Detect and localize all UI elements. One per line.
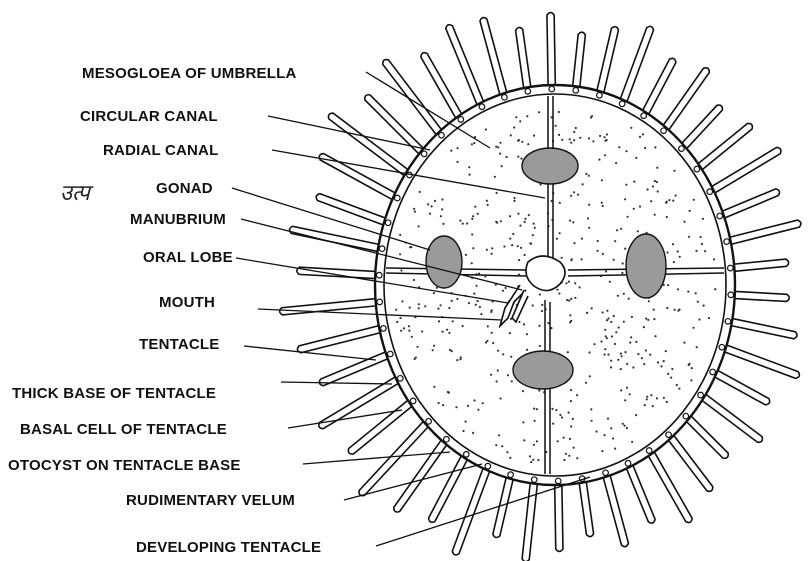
tentacle xyxy=(724,345,799,378)
basal-cell xyxy=(394,195,400,201)
gonad xyxy=(426,236,462,288)
basal-cell xyxy=(464,452,470,458)
basal-cell xyxy=(710,369,716,375)
basal-cell xyxy=(625,461,631,467)
tentacle xyxy=(480,18,507,95)
label-mesogloea: MESOGLOEA OF UMBRELLA xyxy=(82,65,296,82)
basal-cell xyxy=(555,478,561,484)
basal-cell xyxy=(439,132,445,138)
label-developing-tentacle: DEVELOPING TENTACLE xyxy=(136,539,321,556)
tentacle xyxy=(328,113,408,175)
basal-cell xyxy=(458,117,464,123)
labels: MESOGLOEA OF UMBRELLA CIRCULAR CANAL RAD… xyxy=(8,65,321,556)
tentacle xyxy=(573,32,586,87)
label-otocyst: OTOCYST ON TENTACLE BASE xyxy=(8,457,241,474)
basal-cell xyxy=(421,151,427,157)
tentacle xyxy=(730,220,801,244)
basal-cell xyxy=(717,213,723,219)
basal-cell xyxy=(666,432,672,438)
basal-cell xyxy=(377,299,383,305)
basal-cell xyxy=(725,319,731,325)
tentacle xyxy=(620,26,653,101)
label-manubrium: MANUBRIUM xyxy=(130,211,226,228)
basal-cell xyxy=(698,392,704,398)
tentacle xyxy=(446,25,484,105)
basal-cell xyxy=(661,128,667,134)
basal-cell xyxy=(376,272,382,278)
basal-cell xyxy=(728,265,734,271)
tentacle xyxy=(731,319,797,339)
tentacle xyxy=(686,416,728,458)
basal-cell xyxy=(426,419,432,425)
basal-cell xyxy=(397,376,403,382)
label-radial-canal: RADIAL CANAL xyxy=(103,142,218,159)
basal-cell xyxy=(619,101,625,107)
basal-cell xyxy=(479,104,485,110)
basal-cell xyxy=(728,292,734,298)
label-mouth: MOUTH xyxy=(159,294,215,311)
basal-cell xyxy=(485,463,491,469)
tentacle xyxy=(682,105,723,148)
tentacle xyxy=(597,27,619,93)
basal-cell xyxy=(646,448,652,454)
basal-cell xyxy=(641,113,647,119)
tentacle xyxy=(603,476,628,547)
basal-cell xyxy=(410,398,416,404)
tentacle xyxy=(715,371,770,405)
label-tentacle: TENTACLE xyxy=(139,336,219,353)
tentacle xyxy=(579,482,593,536)
basal-cell xyxy=(724,239,730,245)
gonad xyxy=(626,234,666,298)
tentacle xyxy=(421,53,462,118)
tentacle xyxy=(429,456,468,522)
basal-cell xyxy=(531,477,537,483)
basal-cell xyxy=(573,88,579,94)
gonad xyxy=(522,148,578,184)
tentacle xyxy=(734,259,789,271)
tentacle xyxy=(394,440,447,512)
basal-cell xyxy=(379,246,385,252)
label-thick-base: THICK BASE OF TENTACLE xyxy=(12,385,216,402)
basal-cell xyxy=(603,470,609,476)
tentacle xyxy=(735,291,790,301)
basal-cell xyxy=(694,166,700,172)
label-gonad: GONAD xyxy=(156,180,213,197)
basal-cell xyxy=(707,189,713,195)
basal-cell xyxy=(502,94,508,100)
handwritten-note: उत्प xyxy=(60,181,94,206)
basal-cell xyxy=(387,351,393,357)
label-oral-lobe: ORAL LOBE xyxy=(143,249,233,266)
tentacle xyxy=(297,326,380,353)
basal-cell xyxy=(444,436,450,442)
label-circular-canal: CIRCULAR CANAL xyxy=(80,108,218,125)
tentacle xyxy=(316,194,385,225)
basal-cell xyxy=(679,146,685,152)
tentacle xyxy=(698,123,752,169)
basal-cell xyxy=(385,220,391,226)
tentacle xyxy=(555,485,563,552)
tentacle xyxy=(383,60,442,135)
basal-cell xyxy=(597,93,603,99)
label-velum: RUDIMENTARY VELUM xyxy=(126,492,295,509)
tentacle xyxy=(365,95,424,154)
basal-cell xyxy=(549,86,555,92)
label-basal-cell: BASAL CELL OF TENTACLE xyxy=(20,421,227,438)
tentacle xyxy=(547,13,555,86)
basal-cell xyxy=(719,344,725,350)
tentacle xyxy=(722,189,779,218)
basal-cell xyxy=(683,413,689,419)
basal-cell xyxy=(525,89,531,95)
tentacle xyxy=(668,436,712,492)
tentacle xyxy=(626,466,655,524)
tentacle xyxy=(297,267,376,278)
tentacle xyxy=(516,27,531,87)
basal-cell xyxy=(508,472,514,478)
basal-cell xyxy=(381,326,387,332)
tentacle xyxy=(643,58,676,114)
gonad xyxy=(513,351,573,389)
